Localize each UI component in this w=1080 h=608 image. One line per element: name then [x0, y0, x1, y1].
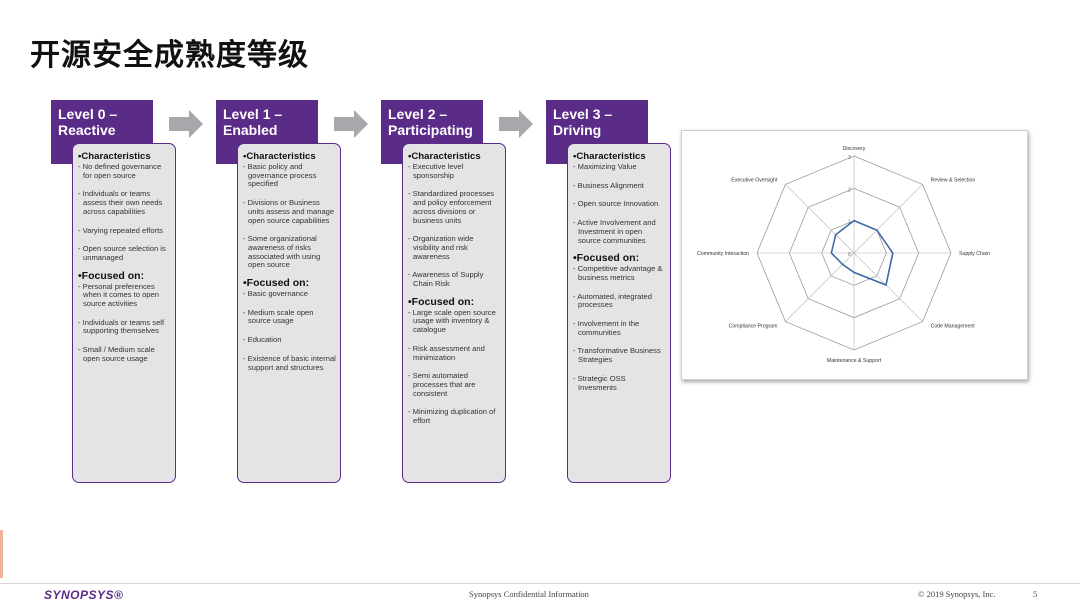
level-3-title: Level 3 – Driving — [553, 106, 613, 138]
list-item: - Transformative Business Strategies — [573, 346, 661, 365]
list-item: - Individuals or teams assess their own … — [78, 189, 163, 216]
characteristics-heading: •Characteristics — [408, 151, 481, 162]
focused-on-heading: •Focused on: — [408, 295, 475, 308]
list-item: - Small / Medium scale open source usage — [78, 345, 155, 363]
list-item: - Personal preferences when it comes to … — [78, 281, 159, 309]
list-item: - Education — [243, 335, 282, 345]
list-item: - Competitive advantage & business metri… — [573, 264, 663, 282]
level-2-card: •Characteristics - Executive level spons… — [402, 143, 506, 483]
radar-axis-label: Code Management — [931, 324, 976, 330]
radar-axis-label: Maintenance & Support — [827, 358, 882, 364]
radar-spoke — [785, 252, 855, 322]
radar-spoke — [785, 184, 855, 254]
radar-axis-label: Review & Selection — [931, 177, 976, 183]
list-item: - Maximizing Value — [573, 162, 637, 171]
list-item: - Involvement in the communities — [573, 319, 640, 337]
list-item: - Existence of basic internal support an… — [243, 353, 336, 372]
radar-ring-label: 0 — [848, 252, 851, 258]
radar-spoke — [853, 184, 923, 254]
focused-on-heading: •Focused on: — [573, 252, 640, 265]
list-item: - Active Involvement and Investment in o… — [573, 218, 656, 245]
right-arrow-icon — [334, 110, 368, 138]
level-2-title: Level 2 – Participating — [388, 106, 473, 138]
radar-spoke — [853, 252, 923, 322]
radar-axis-label: Compliance Program — [729, 324, 778, 330]
list-item: - Minimizing duplication of effort — [408, 407, 496, 426]
right-arrow-icon — [499, 110, 533, 138]
radar-ring-label: 3 — [848, 155, 851, 161]
level-0-title: Level 0 – Reactive — [58, 106, 118, 138]
list-item: - Strategic OSS Invesments — [573, 373, 626, 392]
list-item: - Standardized processes and policy enfo… — [408, 189, 495, 225]
list-item: - Open source Innovation — [573, 199, 659, 209]
list-item: - Risk assessment and minimization — [408, 343, 485, 362]
characteristics-heading: •Characteristics — [573, 151, 646, 162]
list-item: - Some organizational awareness of risks… — [243, 234, 321, 270]
list-item: - Organization wide visibility and risk … — [408, 234, 474, 261]
list-item: - Basic governance — [243, 289, 309, 299]
focused-on-heading: •Focused on: — [78, 269, 145, 282]
list-item: - Business Alignment — [573, 180, 644, 190]
list-item: - Medium scale open source usage — [243, 307, 314, 326]
list-item: - Open source selection is unmanaged — [78, 244, 166, 262]
list-item: - Automated, integrated processes — [573, 291, 652, 310]
radar-axis-label: Executive Oversight — [731, 177, 778, 183]
synopsys-logo: SYNOPSYS® — [44, 588, 124, 602]
list-item: - Awareness of Supply Chain Risk — [408, 270, 484, 289]
footer-divider — [0, 583, 1080, 584]
level-0-card: •Characteristics - No defined governance… — [72, 143, 176, 483]
list-item: - Divisions or Business units assess and… — [243, 198, 335, 225]
radar-axis-label: Discovery — [843, 146, 866, 152]
level-3-card: •Characteristics - Maximizing Value - Bu… — [567, 143, 671, 483]
confidential-label: Synopsys Confidential Information — [469, 589, 589, 599]
radar-ring-label: 2 — [848, 187, 851, 193]
characteristics-heading: •Characteristics — [243, 151, 316, 162]
list-item: - Varying repeated efforts — [78, 225, 163, 235]
radar-series-line — [830, 219, 894, 287]
list-item: - Basic policy and governance process sp… — [243, 162, 317, 189]
slide-title: 开源安全成熟度等级 — [30, 38, 309, 73]
page-number: 5 — [1033, 589, 1038, 599]
list-item: - Large scale open source usage with inv… — [408, 307, 496, 335]
level-1-title: Level 1 – Enabled — [223, 106, 283, 138]
list-item: - Semi automated processes that are cons… — [408, 371, 476, 398]
focused-on-heading: •Focused on: — [243, 277, 310, 290]
slide-edge-mark — [0, 530, 3, 578]
right-arrow-icon — [169, 110, 203, 138]
characteristics-heading: •Characteristics — [78, 151, 151, 162]
copyright-label: © 2019 Synopsys, Inc. — [918, 589, 996, 599]
list-item: - No defined governance for open source — [78, 162, 162, 180]
radar-axis-label: Community Interaction — [697, 251, 749, 257]
level-1-card: •Characteristics - Basic policy and gove… — [237, 143, 341, 483]
radar-ring-label: 1 — [848, 220, 851, 226]
radar-axis-label: Supply Chain — [959, 251, 990, 257]
list-item: - Individuals or teams self supporting t… — [78, 317, 165, 336]
list-item: - Executive level sponsorship — [408, 162, 464, 180]
